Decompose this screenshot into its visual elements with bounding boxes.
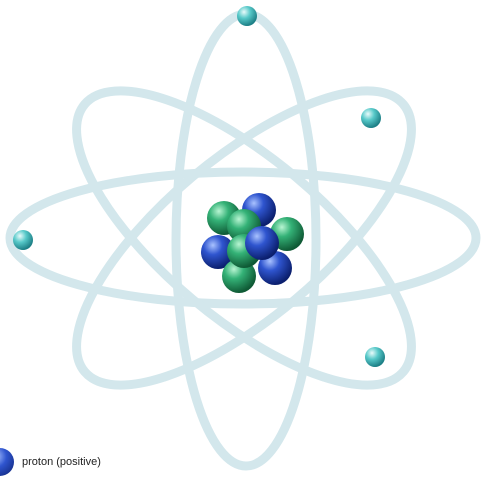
legend-proton: proton (positive) xyxy=(0,448,101,476)
electron xyxy=(361,108,381,128)
proton xyxy=(245,226,279,260)
electron xyxy=(13,230,33,250)
proton-swatch xyxy=(0,448,14,476)
electron xyxy=(365,347,385,367)
legend-label: proton (positive) xyxy=(22,456,101,468)
electron xyxy=(237,6,257,26)
nucleus xyxy=(201,193,304,293)
